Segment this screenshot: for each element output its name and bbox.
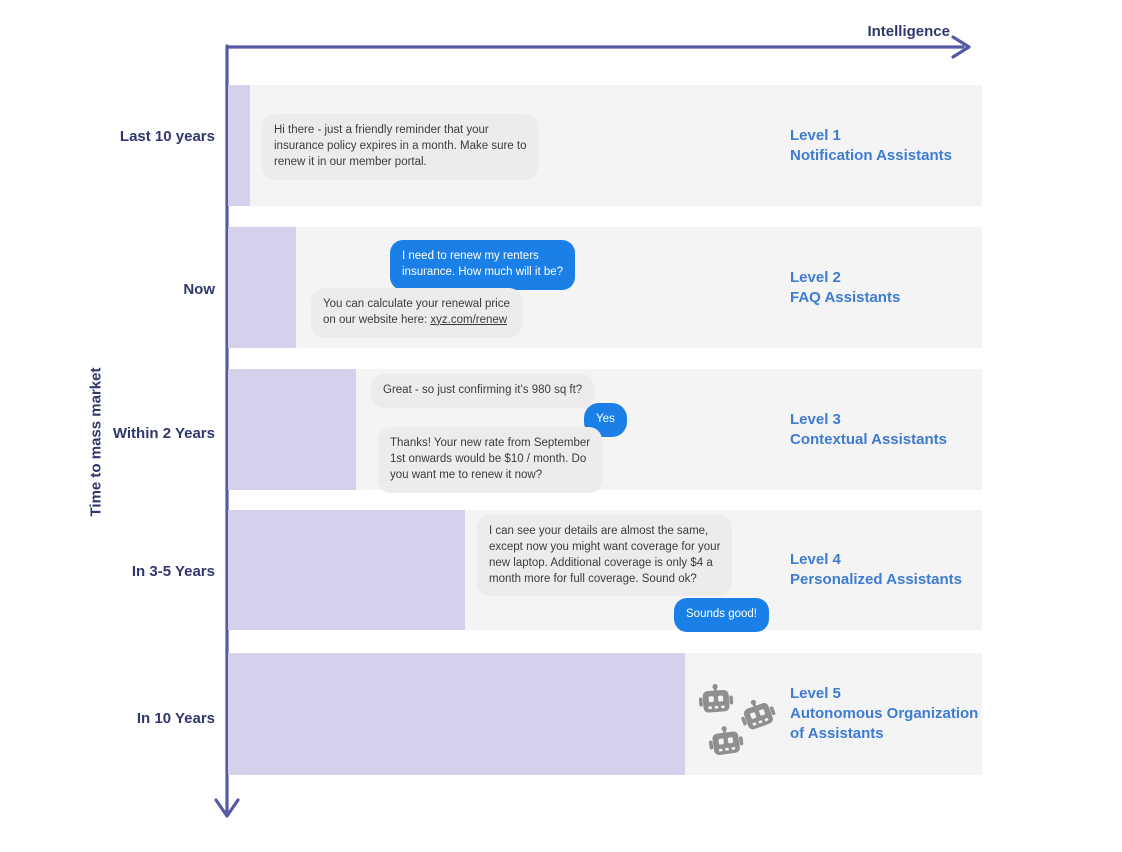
time-label-within-2-years: Within 2 Years xyxy=(112,425,215,442)
time-axis-labels: Last 10 years Now Within 2 Years In 3-5 … xyxy=(0,0,215,852)
robot-icon xyxy=(698,684,734,713)
bubble-text: You can calculate your renewal price on … xyxy=(323,298,510,326)
y-axis-arrow-icon xyxy=(214,798,240,818)
level-number: Level 4 xyxy=(790,551,841,568)
time-label-now: Now xyxy=(183,281,215,298)
level-4-bar xyxy=(228,510,465,630)
level-name: Contextual Assistants xyxy=(790,430,947,448)
level-2-title: Level 2 FAQ Assistants xyxy=(790,268,900,308)
time-label-in-10-years: In 10 Years xyxy=(136,710,215,727)
time-label-in-3-5-years: In 3-5 Years xyxy=(131,563,215,580)
level-4-title: Level 4 Personalized Assistants xyxy=(790,550,962,590)
level-2-row: I need to renew my renters insurance. Ho… xyxy=(228,227,982,348)
level-number: Level 3 xyxy=(790,410,841,428)
level-3-row: Great - so just confirming it’s 980 sq f… xyxy=(228,369,982,493)
level-4-row: I can see your details are almost the sa… xyxy=(228,510,982,632)
level-1-bar xyxy=(228,85,250,206)
level-2-bar xyxy=(228,227,296,348)
time-label-last-10-years: Last 10 years xyxy=(119,128,215,145)
chat-bubble-assistant: I can see your details are almost the sa… xyxy=(477,515,733,597)
level-number: Level 2 xyxy=(790,268,841,286)
robot-icon xyxy=(741,699,776,730)
chat-bubble-assistant: Great - so just confirming it’s 980 sq f… xyxy=(371,374,595,408)
robot-group xyxy=(696,684,806,762)
level-name: Personalized Assistants xyxy=(790,571,963,588)
chat-bubble-assistant: You can calculate your renewal price on … xyxy=(311,288,522,338)
level-name: Autonomous Organization of Assistants xyxy=(790,705,979,742)
level-name: Notification Assistants xyxy=(790,146,952,164)
chat-bubble-assistant: Hi there - just a friendly reminder that… xyxy=(262,114,539,180)
level-name: FAQ Assistants xyxy=(790,288,901,306)
level-3-bar xyxy=(228,369,356,490)
level-5-bar xyxy=(228,653,685,775)
chat-bubble-assistant: Thanks! Your new rate from September 1st… xyxy=(378,427,603,493)
level-number: Level 5 xyxy=(790,685,841,702)
level-5-row: Level 5 Autonomous Organization of Assis… xyxy=(228,653,982,775)
level-5-title: Level 5 Autonomous Organization of Assis… xyxy=(790,684,978,744)
level-1-row: Hi there - just a friendly reminder that… xyxy=(228,85,982,206)
renewal-link[interactable]: xyz.com/renew xyxy=(430,313,508,326)
level-1-title: Level 1 Notification Assistants xyxy=(790,126,952,166)
chat-bubble-user: I need to renew my renters insurance. Ho… xyxy=(390,240,576,290)
x-axis-arrow-icon xyxy=(951,35,971,59)
robot-icon xyxy=(708,726,744,756)
level-3-title: Level 3 Contextual Assistants xyxy=(790,410,947,450)
level-number: Level 1 xyxy=(790,126,841,144)
chat-bubble-user: Sounds good! xyxy=(674,598,769,632)
x-axis-label: Intelligence xyxy=(867,23,950,40)
